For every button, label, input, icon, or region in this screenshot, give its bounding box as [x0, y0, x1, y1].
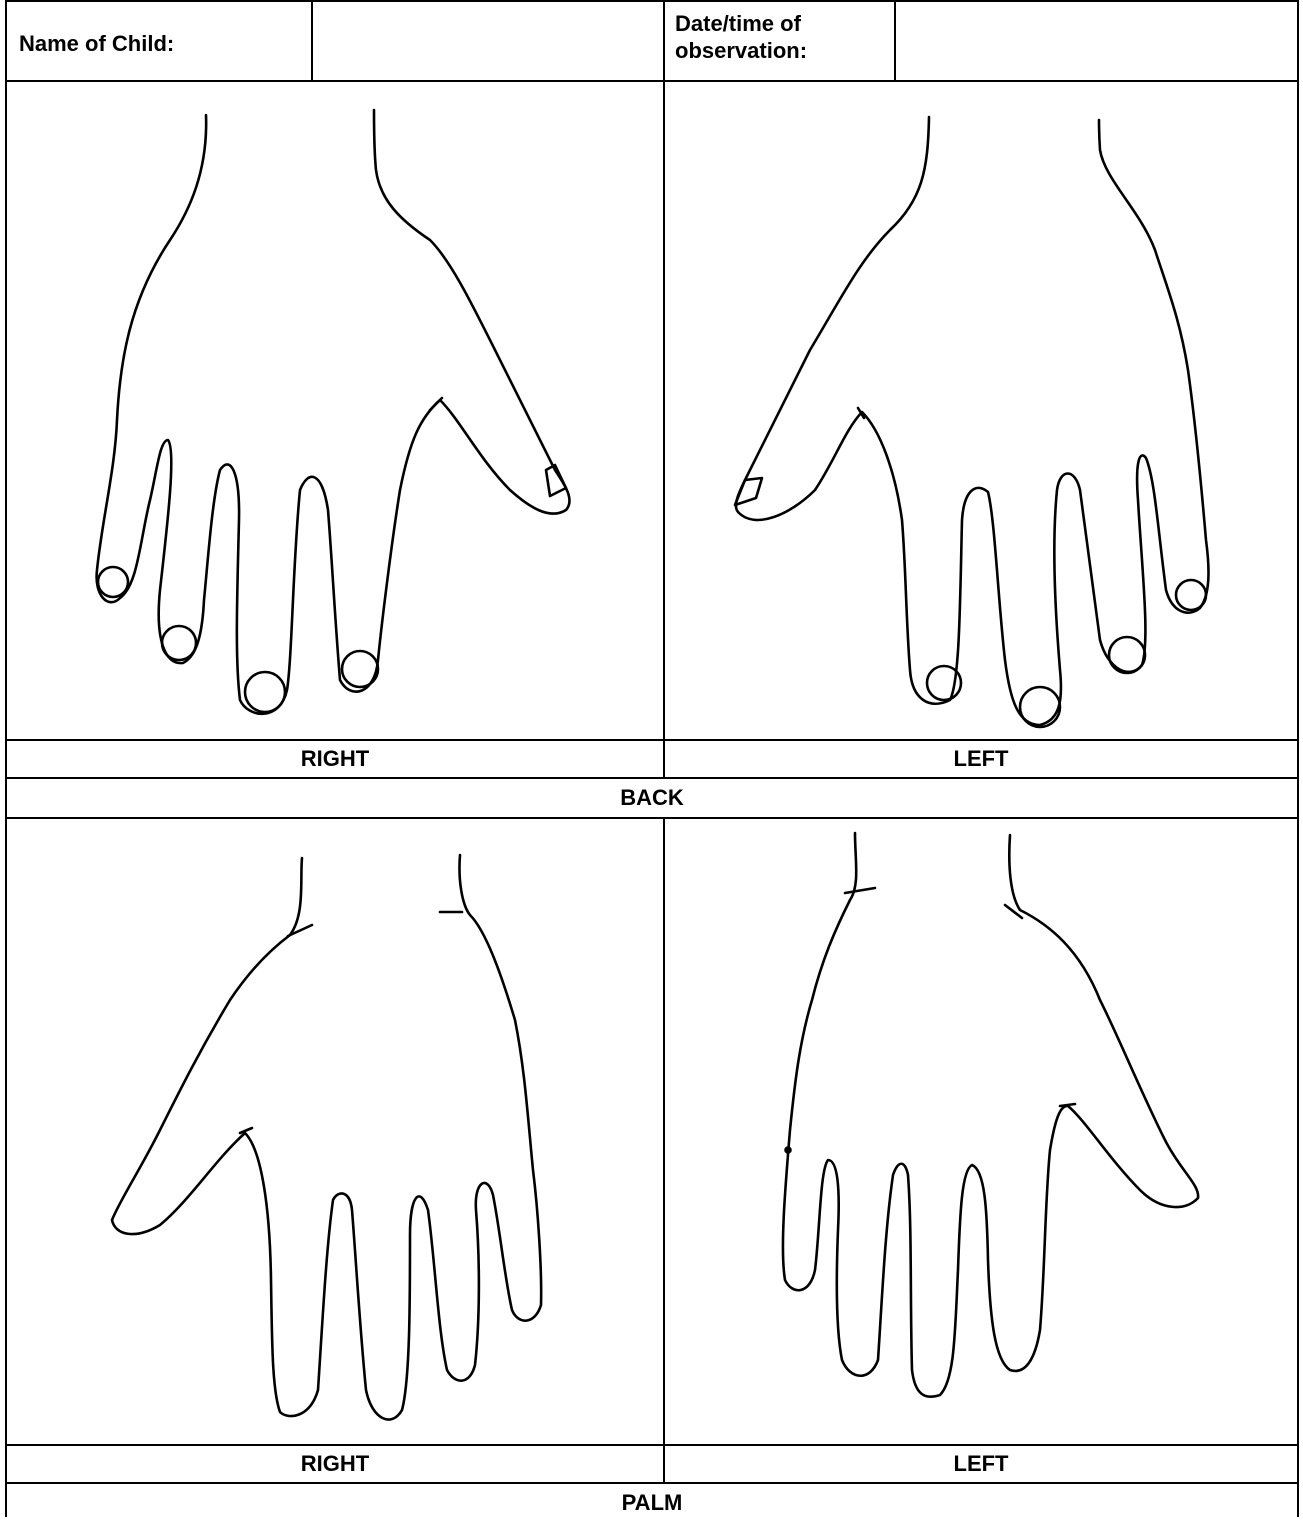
- back-right-hand-outline: [85, 100, 605, 730]
- name-of-child-field[interactable]: [315, 4, 661, 78]
- palm-section-label: PALM: [7, 1483, 1297, 1523]
- date-time-field[interactable]: [898, 4, 1295, 78]
- table-border-top: [5, 0, 1299, 2]
- back-left-hand-outline: [725, 100, 1245, 740]
- back-right-label: RIGHT: [7, 739, 663, 779]
- body-map-form: Name of Child: Date/time of observation:…: [5, 0, 1299, 1517]
- header-divider-2: [663, 0, 665, 80]
- back-section-label: BACK: [7, 778, 1297, 818]
- date-time-label-line2: observation:: [675, 37, 807, 64]
- header-divider-3: [894, 0, 896, 80]
- header-divider-1: [311, 0, 313, 80]
- back-left-label: LEFT: [665, 739, 1297, 779]
- palm-left-hand-outline: [765, 825, 1225, 1415]
- palm-right-hand-outline: [105, 840, 565, 1440]
- date-time-label-line1: Date/time of: [675, 10, 807, 37]
- back-center-divider: [663, 80, 665, 777]
- palm-center-divider: [663, 817, 665, 1482]
- palm-left-label: LEFT: [665, 1444, 1297, 1484]
- table-border-right: [1297, 0, 1299, 1517]
- header-row-divider: [5, 80, 1299, 82]
- name-of-child-label: Name of Child:: [19, 30, 174, 57]
- palm-right-label: RIGHT: [7, 1444, 663, 1484]
- date-time-label: Date/time of observation:: [675, 10, 807, 64]
